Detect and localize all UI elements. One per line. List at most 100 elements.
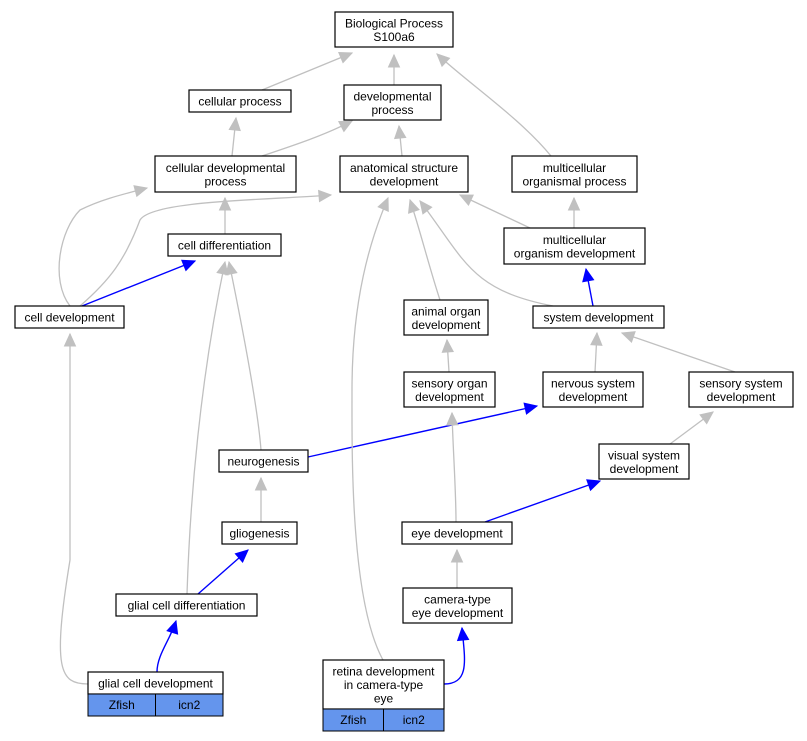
edge-cell-development-to-cell-differentiation [81,259,197,307]
node-label-line: development [559,390,628,404]
arrowhead-icon [456,626,470,642]
node-box [503,227,646,265]
node-label-line: glial cell differentiation [128,599,246,613]
is-a-edge-line [228,261,262,451]
edge-system-development-to-anatomical-structure-development [419,200,554,307]
edge-multicellular-organism-development-to-anatomical-structure-development [458,194,531,229]
node-label-line: S100a6 [373,30,415,44]
node-label-line: camera-type [424,592,491,606]
node-label-line: development [415,390,484,404]
node-box [532,305,665,329]
edge-developmental-process-to-root [387,53,401,85]
node-label-line: cellular process [198,95,281,109]
arrowhead-icon [377,196,389,212]
edge-animal-organ-development-to-anatomical-structure-development [408,198,441,301]
arrowhead-icon [590,331,603,346]
edge-multicellular-organismal-process-to-root [436,53,552,157]
annotation-tag-cell [155,693,224,717]
edge-glial-cell-development-to-cell-development [59,332,89,685]
node-label-line: sensory organ [411,376,487,390]
node-glial-cell-differentiation[interactable]: glial cell differentiation [115,593,258,617]
edge-visual-system-development-to-sensory-system-development [669,411,714,445]
node-cell-differentiation[interactable]: cell differentiation [167,233,282,257]
node-box [343,84,442,121]
is-a-edge-line [621,332,736,373]
node-label-line: anatomical structure [350,161,458,175]
node-neurogenesis[interactable]: neurogenesis [218,449,309,473]
node-gliogenesis[interactable]: gliogenesis [221,521,298,545]
node-label-line: cell differentiation [178,239,271,253]
node-box [403,371,496,408]
node-label-line: eye development [411,527,503,541]
edge-cell-development-to-anatomical-structure-development [79,189,333,307]
arrowhead-icon [133,185,149,198]
edge-anatomical-structure-development-to-developmental-process [393,124,407,157]
arrowhead-icon [225,260,238,276]
edge-glial-cell-development-to-glial-cell-differentiation [156,619,179,673]
annotation-tag-cell [383,708,445,732]
node-system-development[interactable]: system development [532,305,665,329]
arrowhead-icon [338,51,354,64]
node-label-line: neurogenesis [227,455,299,469]
annotation-tag-label: icn2 [178,698,200,712]
arrowhead-icon [254,476,268,491]
node-label-line: process [371,103,413,117]
node-label-line: gliogenesis [229,527,289,541]
node-label-line: development [610,462,679,476]
is-a-edge-line [351,197,389,661]
node-cell-development[interactable]: cell development [14,305,125,329]
node-label-line: eye [374,692,394,706]
node-box [218,449,309,473]
is-a-edge-line [186,261,226,595]
is-a-edge-line [261,120,353,157]
arrowhead-icon [582,267,595,283]
arrowhead-icon [63,332,77,347]
arrowhead-icon [458,194,474,207]
arrowhead-icon [387,53,401,68]
node-label-line: sensory system [699,376,782,390]
arrowhead-icon [586,479,602,492]
arrowhead-icon [419,200,433,215]
part-of-edge-line [484,480,601,523]
node-cellular-process[interactable]: cellular process [188,89,292,113]
edge-layer [58,51,736,685]
node-label-line: cell development [24,311,115,325]
edge-system-development-to-multicellular-organism-development [582,267,595,307]
is-a-edge-line [58,187,148,307]
edge-sensory-system-development-to-system-development [620,331,736,373]
arrowhead-icon [567,196,581,211]
edge-cellular-developmental-process-to-cellular-process [228,116,241,157]
node-box [511,155,638,193]
arrowhead-icon [450,548,464,563]
node-label-line: process [204,174,246,188]
node-eye-development[interactable]: eye development [401,521,513,545]
node-label-line: organism development [514,246,636,260]
arrowhead-icon [699,411,714,425]
arrowhead-icon [436,53,451,68]
arrowhead-icon [441,338,455,353]
is-a-edge-line [451,412,457,523]
node-box [402,587,513,624]
edge-cell-differentiation-to-cellular-developmental-process [218,196,232,234]
edge-glial-cell-differentiation-to-cell-differentiation [186,260,229,595]
node-label-line: animal organ [411,304,480,318]
node-label-line: organismal process [522,174,626,188]
is-a-edge-line [59,334,89,685]
node-box [154,155,297,193]
